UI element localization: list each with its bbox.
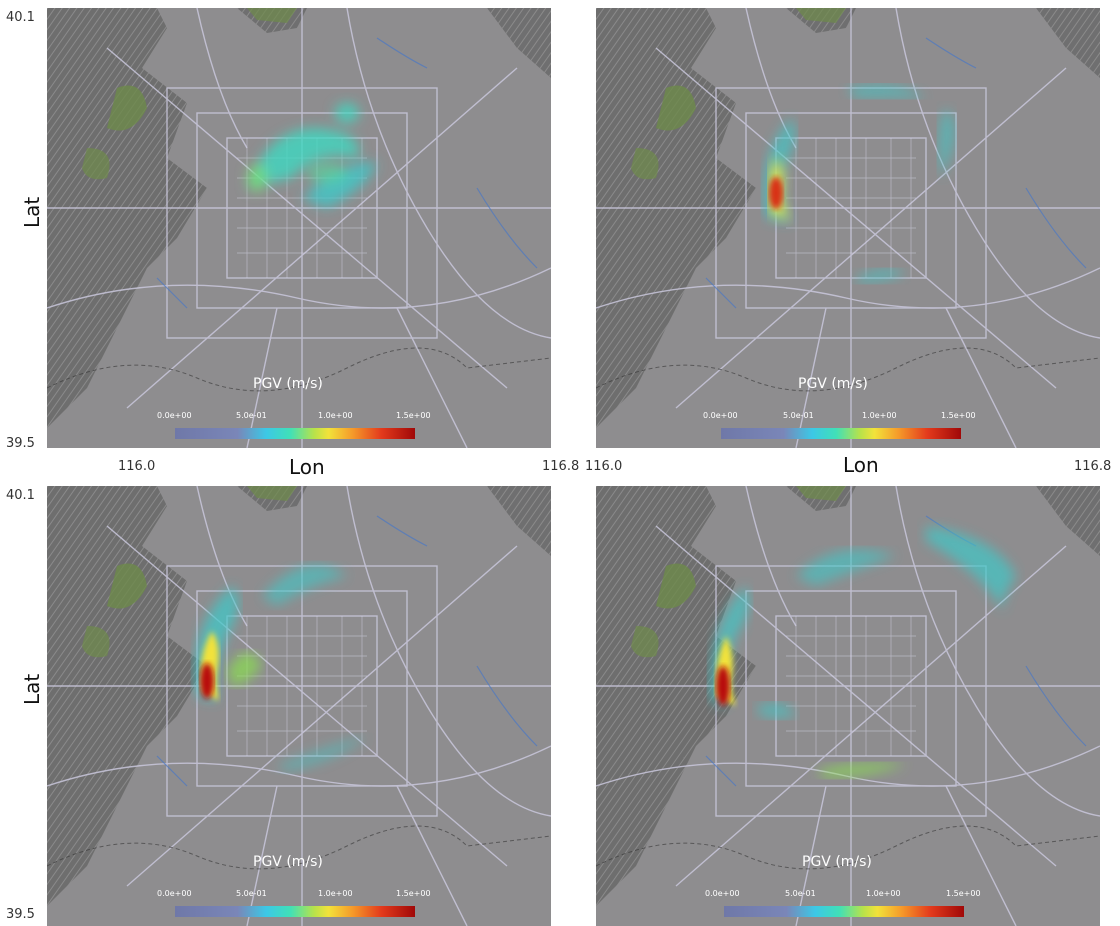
map-panel-c	[47, 486, 551, 926]
colorbar-tick-a1: 5.0e-01	[236, 411, 267, 420]
colorbar-tick-a2: 1.0e+00	[318, 411, 353, 420]
colorbar-c	[175, 906, 415, 917]
pgv-wavefront	[247, 103, 377, 208]
lon-tick-right-a: 116.8	[542, 459, 580, 474]
lon-axis-label-a: Lon	[289, 455, 325, 479]
lat-tick-bottom-c: 39.5	[6, 907, 35, 922]
lon-axis-label-b: Lon	[843, 453, 879, 477]
lon-tick-right-b: 116.8	[1074, 459, 1112, 474]
colorbar-title-b: PGV (m/s)	[798, 376, 868, 392]
colorbar-tick-b2: 1.0e+00	[862, 411, 897, 420]
colorbar-tick-c3: 1.5e+00	[396, 889, 431, 898]
pgv-wavefront	[710, 526, 1016, 778]
map-panel-b	[596, 8, 1100, 448]
lat-axis-label-a: Lat	[20, 196, 44, 228]
colorbar-tick-c0: 0.0e+00	[157, 889, 192, 898]
lat-tick-top-c: 40.1	[6, 488, 35, 503]
pgv-wavefront	[195, 564, 367, 771]
map-panel-d	[596, 486, 1100, 926]
colorbar-tick-a3: 1.5e+00	[396, 411, 431, 420]
map-panel-a	[47, 8, 551, 448]
colorbar-d	[724, 906, 964, 917]
colorbar-tick-b1: 5.0e-01	[783, 411, 814, 420]
colorbar-tick-b3: 1.5e+00	[941, 411, 976, 420]
colorbar-title-d: PGV (m/s)	[802, 854, 872, 870]
pgv-wavefront	[763, 84, 955, 283]
colorbar-tick-c1: 5.0e-01	[236, 889, 267, 898]
colorbar-tick-d1: 5.0e-01	[785, 889, 816, 898]
colorbar-tick-b0: 0.0e+00	[703, 411, 738, 420]
lon-tick-left-b: 116.0	[585, 459, 623, 474]
colorbar-tick-d0: 0.0e+00	[705, 889, 740, 898]
colorbar-tick-a0: 0.0e+00	[157, 411, 192, 420]
lon-tick-left-a: 116.0	[118, 459, 156, 474]
colorbar-tick-d3: 1.5e+00	[946, 889, 981, 898]
colorbar-a	[175, 428, 415, 439]
lat-axis-label-c: Lat	[20, 673, 44, 705]
colorbar-tick-c2: 1.0e+00	[318, 889, 353, 898]
colorbar-b	[721, 428, 961, 439]
colorbar-title-a: PGV (m/s)	[253, 376, 323, 392]
colorbar-tick-d2: 1.0e+00	[866, 889, 901, 898]
lat-tick-top-a: 40.1	[6, 10, 35, 25]
colorbar-title-c: PGV (m/s)	[253, 854, 323, 870]
lat-tick-bottom-a: 39.5	[6, 436, 35, 451]
